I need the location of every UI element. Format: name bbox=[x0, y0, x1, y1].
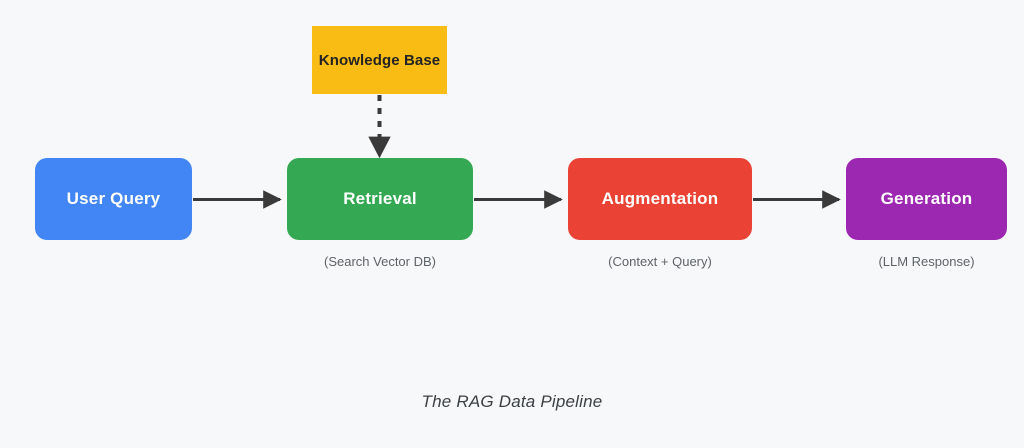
sub-label-retrieval: (Search Vector DB) bbox=[324, 254, 436, 269]
node-user-query-label: User Query bbox=[66, 189, 161, 208]
node-knowledge-base-label: Knowledge Base bbox=[318, 51, 441, 69]
node-user-query[interactable]: User Query bbox=[35, 158, 192, 240]
node-augmentation[interactable]: Augmentation bbox=[568, 158, 752, 240]
node-knowledge-base[interactable]: Knowledge Base bbox=[312, 26, 447, 94]
figure-caption: The RAG Data Pipeline bbox=[421, 392, 603, 411]
node-retrieval[interactable]: Retrieval bbox=[287, 158, 473, 240]
node-retrieval-label: Retrieval bbox=[343, 189, 417, 208]
node-generation-label: Generation bbox=[880, 189, 973, 208]
node-generation[interactable]: Generation bbox=[846, 158, 1007, 240]
node-augmentation-label: Augmentation bbox=[601, 189, 719, 208]
sub-label-generation: (LLM Response) bbox=[878, 254, 975, 269]
sub-label-augmentation: (Context + Query) bbox=[608, 254, 712, 269]
